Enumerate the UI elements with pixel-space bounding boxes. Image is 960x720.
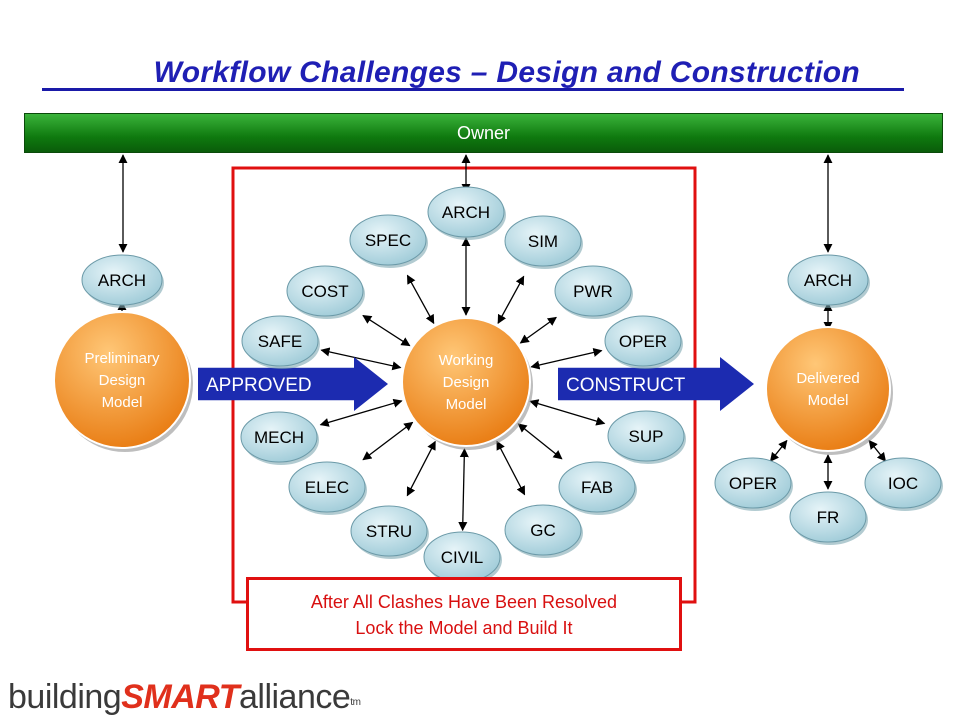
working-node-arch-0 — [427, 186, 505, 238]
working-link-safe-11 — [320, 347, 402, 371]
title-text: Workflow Challenges – Design and Constru… — [153, 56, 860, 89]
working-link-sup-4 — [529, 399, 606, 426]
working-link-sim-1 — [497, 275, 525, 324]
working-node-pwr-2-label: PWR — [573, 282, 613, 301]
working-node-oper-3-label: OPER — [619, 332, 667, 351]
delivered-model-label-line: Model — [808, 392, 849, 409]
working-design-model-label-line: Model — [446, 396, 487, 413]
delivered-link-oper — [769, 439, 788, 462]
working-link-spec-13 — [406, 274, 435, 325]
buildingsmart-alliance-logo: buildingSMARTalliancetm — [8, 677, 361, 717]
logo-part-building: building — [8, 678, 122, 716]
preliminary-design-model-label-line: Design — [99, 372, 146, 389]
delivered-link-ioc — [868, 439, 887, 462]
working-node-mech-10-label: MECH — [254, 428, 304, 447]
working-node-sim-1 — [504, 215, 582, 267]
logo-trademark: tm — [350, 697, 361, 708]
title-underline — [42, 88, 904, 91]
logo-part-smart: SMART — [121, 678, 239, 716]
delivered-model — [765, 326, 891, 452]
construct-arrow — [558, 357, 754, 411]
working-node-pwr-2 — [554, 265, 632, 317]
flow-arrows: APPROVED CONSTRUCT — [198, 357, 754, 411]
working-node-oper-3 — [604, 315, 682, 367]
construct-arrow-label: CONSTRUCT — [566, 375, 686, 396]
working-node-safe-11 — [241, 315, 319, 367]
working-node-spec-13 — [349, 214, 427, 266]
slide-title: Workflow Challenges – Design and Constru… — [40, 54, 910, 94]
note-line-2: Lock the Model and Build It — [355, 618, 573, 638]
working-link-stru-8 — [406, 440, 436, 497]
working-node-arch-0-label: ARCH — [442, 203, 490, 222]
working-node-fab-5-label: FAB — [581, 478, 613, 497]
working-node-stru-8-label: STRU — [366, 522, 412, 541]
working-node-fab-5 — [558, 461, 636, 513]
delivered-node-fr-label: FR — [817, 508, 840, 527]
working-link-fab-5 — [517, 423, 563, 460]
working-node-sup-4 — [607, 410, 685, 462]
working-node-cost-12-label: COST — [301, 282, 348, 301]
working-node-gc-6-label: GC — [530, 521, 556, 540]
working-node-safe-11-label: SAFE — [258, 332, 302, 351]
delivered-node-ioc — [864, 457, 942, 509]
working-link-gc-6 — [496, 440, 526, 496]
working-link-cost-12 — [362, 314, 411, 347]
working-link-elec-9 — [362, 421, 414, 461]
delivered-arch-node-label: ARCH — [804, 271, 852, 290]
working-link-civil-7 — [458, 448, 469, 532]
delivered-model-label-line: Delivered — [796, 370, 859, 387]
owner-bar: Owner — [24, 113, 943, 153]
preliminary-design-model-label-line: Preliminary — [84, 350, 160, 367]
delivered-node-ioc-label: IOC — [888, 474, 918, 493]
approved-arrow-label: APPROVED — [206, 375, 312, 396]
working-link-pwr-2 — [519, 316, 557, 344]
working-node-stru-8 — [350, 505, 428, 557]
working-node-elec-9 — [288, 461, 366, 513]
working-node-elec-9-label: ELEC — [305, 478, 349, 497]
delivered-node-oper-label: OPER — [729, 474, 777, 493]
note-line-1: After All Clashes Have Been Resolved — [310, 592, 618, 612]
working-link-oper-3 — [530, 348, 603, 370]
preliminary-arch-node-label: ARCH — [98, 271, 146, 290]
logo-part-alliance: alliance — [238, 678, 351, 716]
delivered-node-fr — [789, 491, 867, 543]
approved-arrow — [198, 357, 388, 411]
working-design-model — [401, 317, 531, 447]
working-design-model-label-line: Working — [439, 352, 494, 369]
working-node-civil-7-label: CIVIL — [441, 548, 484, 567]
delivered-arch-node — [787, 254, 869, 306]
working-design-model-label-line: Design — [443, 374, 490, 391]
working-node-sup-4-label: SUP — [629, 427, 664, 446]
working-node-gc-6 — [504, 504, 582, 556]
delivered-node-oper — [714, 457, 792, 509]
preliminary-design-model-label-line: Model — [102, 394, 143, 411]
working-link-mech-10 — [319, 398, 403, 427]
preliminary-design-model — [53, 311, 191, 449]
working-node-mech-10 — [240, 411, 318, 463]
working-node-cost-12 — [286, 265, 364, 317]
working-node-spec-13-label: SPEC — [365, 231, 411, 250]
working-node-sim-1-label: SIM — [528, 232, 558, 251]
preliminary-arch-node — [81, 254, 163, 306]
lock-model-note: After All Clashes Have Been Resolved Loc… — [246, 577, 682, 651]
